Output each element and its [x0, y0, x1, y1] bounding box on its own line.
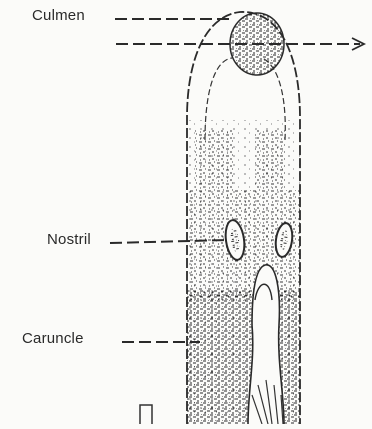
beak-texture — [180, 120, 310, 424]
culmen-label: Culmen — [32, 7, 85, 24]
caruncle-label: Caruncle — [22, 330, 84, 347]
nostril-label: Nostril — [47, 231, 91, 248]
